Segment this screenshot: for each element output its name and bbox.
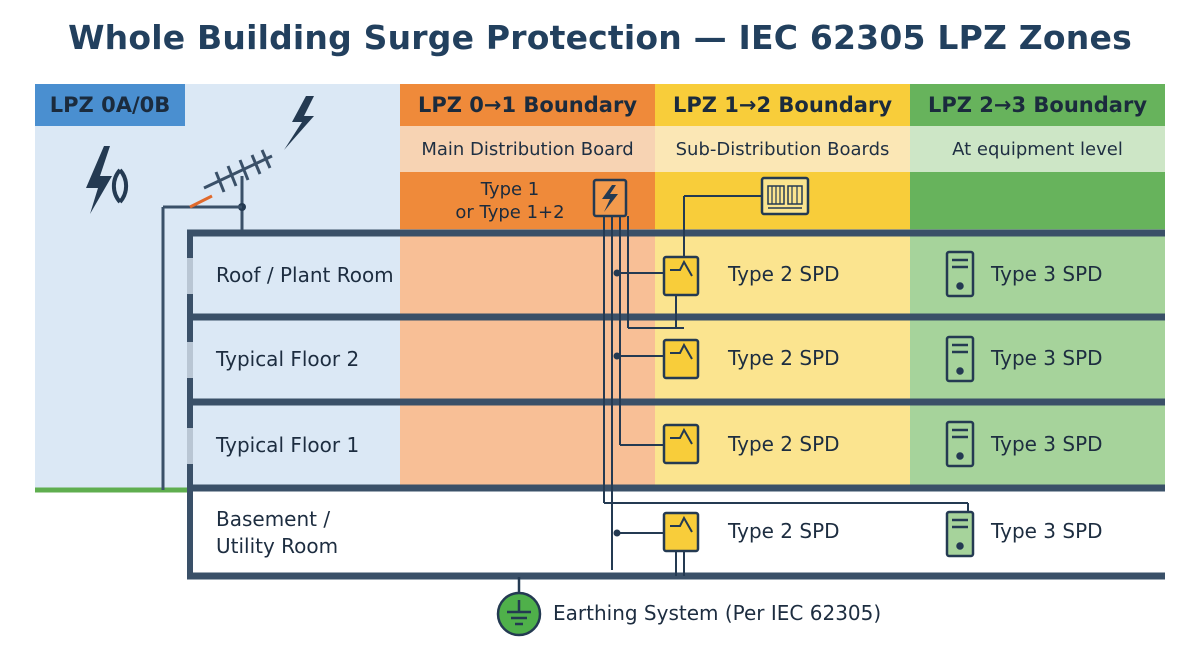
type2-spd-label: Type 2 SPD (728, 519, 840, 543)
type2-spd-label: Type 2 SPD (728, 262, 840, 286)
sub-distribution-board-icon (760, 176, 810, 216)
zone-lpz0-header: LPZ 0A/0B (35, 84, 185, 126)
type3-spd-label: Type 3 SPD (991, 262, 1103, 286)
ground-symbol-icon (507, 600, 531, 626)
type3-spd-label: Type 3 SPD (991, 346, 1103, 370)
earth-ground-icon (496, 591, 542, 637)
window-slit (187, 342, 193, 378)
lightning-bolt-icon (284, 96, 314, 150)
earthing-system-label: Earthing System (Per IEC 62305) (553, 601, 882, 625)
junction-dot (613, 269, 621, 277)
junction-dot (613, 529, 621, 537)
type3-spd-icon (945, 335, 975, 383)
boundary23-header: LPZ 2→3 Boundary (910, 84, 1165, 126)
boundary01-subheader: Main Distribution Board (400, 126, 655, 172)
boundary12-label: LPZ 1→2 Boundary (672, 93, 893, 117)
boundary01-header: LPZ 0→1 Boundary (400, 84, 655, 126)
boundary23-subheader: At equipment level (910, 126, 1165, 172)
type2-spd-label: Type 2 SPD (728, 432, 840, 456)
zone-lpz0-label: LPZ 0A/0B (49, 93, 171, 117)
type2-spd-label: Type 2 SPD (728, 346, 840, 370)
floor-label-roof: Roof / Plant Room (216, 263, 394, 287)
zone-lpz0-background (35, 84, 400, 490)
floor-label-basement: Basement / Utility Room (216, 507, 339, 558)
boundary23-label: LPZ 2→3 Boundary (927, 93, 1148, 117)
boundary01-sublabel: Main Distribution Board (421, 138, 634, 160)
page-title: Whole Building Surge Protection — IEC 62… (68, 18, 1132, 57)
type1-spd-icon (592, 178, 628, 218)
type2-spd-icon (662, 338, 700, 380)
type3-spd-icon (945, 420, 975, 468)
boundary12-sublabel: Sub-Distribution Boards (675, 138, 890, 160)
type3-spd-icon (945, 250, 975, 298)
boundary23-sublabel: At equipment level (952, 138, 1123, 160)
type2-spd-icon (662, 423, 700, 465)
junction-dot (613, 352, 621, 360)
type2-spd-icon (662, 255, 700, 297)
window-slit (187, 428, 193, 464)
floor-label-floor1: Typical Floor 1 (216, 433, 360, 457)
window-slit (187, 258, 193, 294)
lightning-icon (86, 146, 129, 214)
boundary01-label: LPZ 0→1 Boundary (417, 93, 638, 117)
type3-spd-label: Type 3 SPD (991, 519, 1103, 543)
boundary12-subheader: Sub-Distribution Boards (655, 126, 910, 172)
boundary12-header: LPZ 1→2 Boundary (655, 84, 910, 126)
type3-spd-label: Type 3 SPD (991, 432, 1103, 456)
antenna-icon (203, 149, 273, 233)
floor-label-floor2: Typical Floor 2 (216, 347, 360, 371)
type3-spd-icon (945, 510, 975, 558)
type1-device-label: Type 1 or Type 1+2 (455, 179, 565, 223)
antenna-feed-mark (189, 194, 213, 209)
boundary23-device-band (910, 172, 1165, 229)
type2-spd-icon (662, 511, 700, 553)
